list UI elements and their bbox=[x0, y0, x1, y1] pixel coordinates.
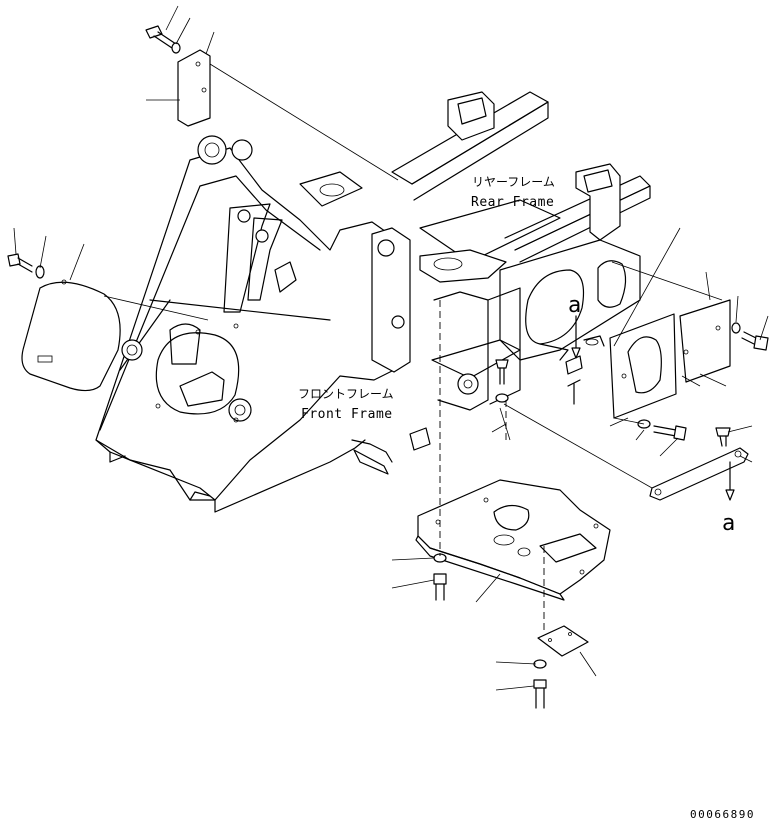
center-hinge bbox=[371, 227, 641, 451]
hose-line bbox=[351, 439, 393, 463]
lower-small-cover bbox=[537, 625, 589, 657]
strap-bar bbox=[649, 447, 749, 501]
reference-mark-bottom: a bbox=[722, 511, 735, 536]
front-frame-label-en: Front Frame bbox=[301, 407, 393, 422]
front-frame-label-jp: フロントフレーム bbox=[298, 387, 394, 401]
right-cover-plate-large bbox=[609, 313, 677, 419]
top-bolt bbox=[145, 25, 181, 54]
left-bolt bbox=[7, 253, 45, 279]
guard-bolt-bottom bbox=[533, 659, 547, 709]
reference-arrow-top bbox=[571, 315, 581, 359]
rear-frame-label-en: Rear Frame bbox=[471, 195, 554, 210]
small-bracket bbox=[353, 449, 389, 475]
guard-bolt-left bbox=[433, 553, 447, 601]
center-bracket bbox=[565, 355, 583, 405]
reference-mark-top: a bbox=[568, 293, 581, 318]
left-cover-plate bbox=[21, 279, 121, 392]
right-bolt bbox=[731, 322, 769, 351]
strap-bolt bbox=[715, 427, 731, 447]
phantom-lines bbox=[103, 63, 723, 630]
reference-arrow-bottom bbox=[725, 461, 735, 501]
center-bolt bbox=[495, 359, 509, 403]
mid-bolt-washer bbox=[637, 419, 687, 441]
top-cover-plate bbox=[177, 49, 211, 127]
rear-frame-label-jp: リヤーフレーム bbox=[472, 175, 555, 189]
rear-frame bbox=[299, 91, 651, 263]
drawing-number: 00066890 bbox=[690, 808, 755, 821]
right-cover-plate-small bbox=[679, 299, 731, 383]
under-guard-plate bbox=[415, 479, 611, 601]
